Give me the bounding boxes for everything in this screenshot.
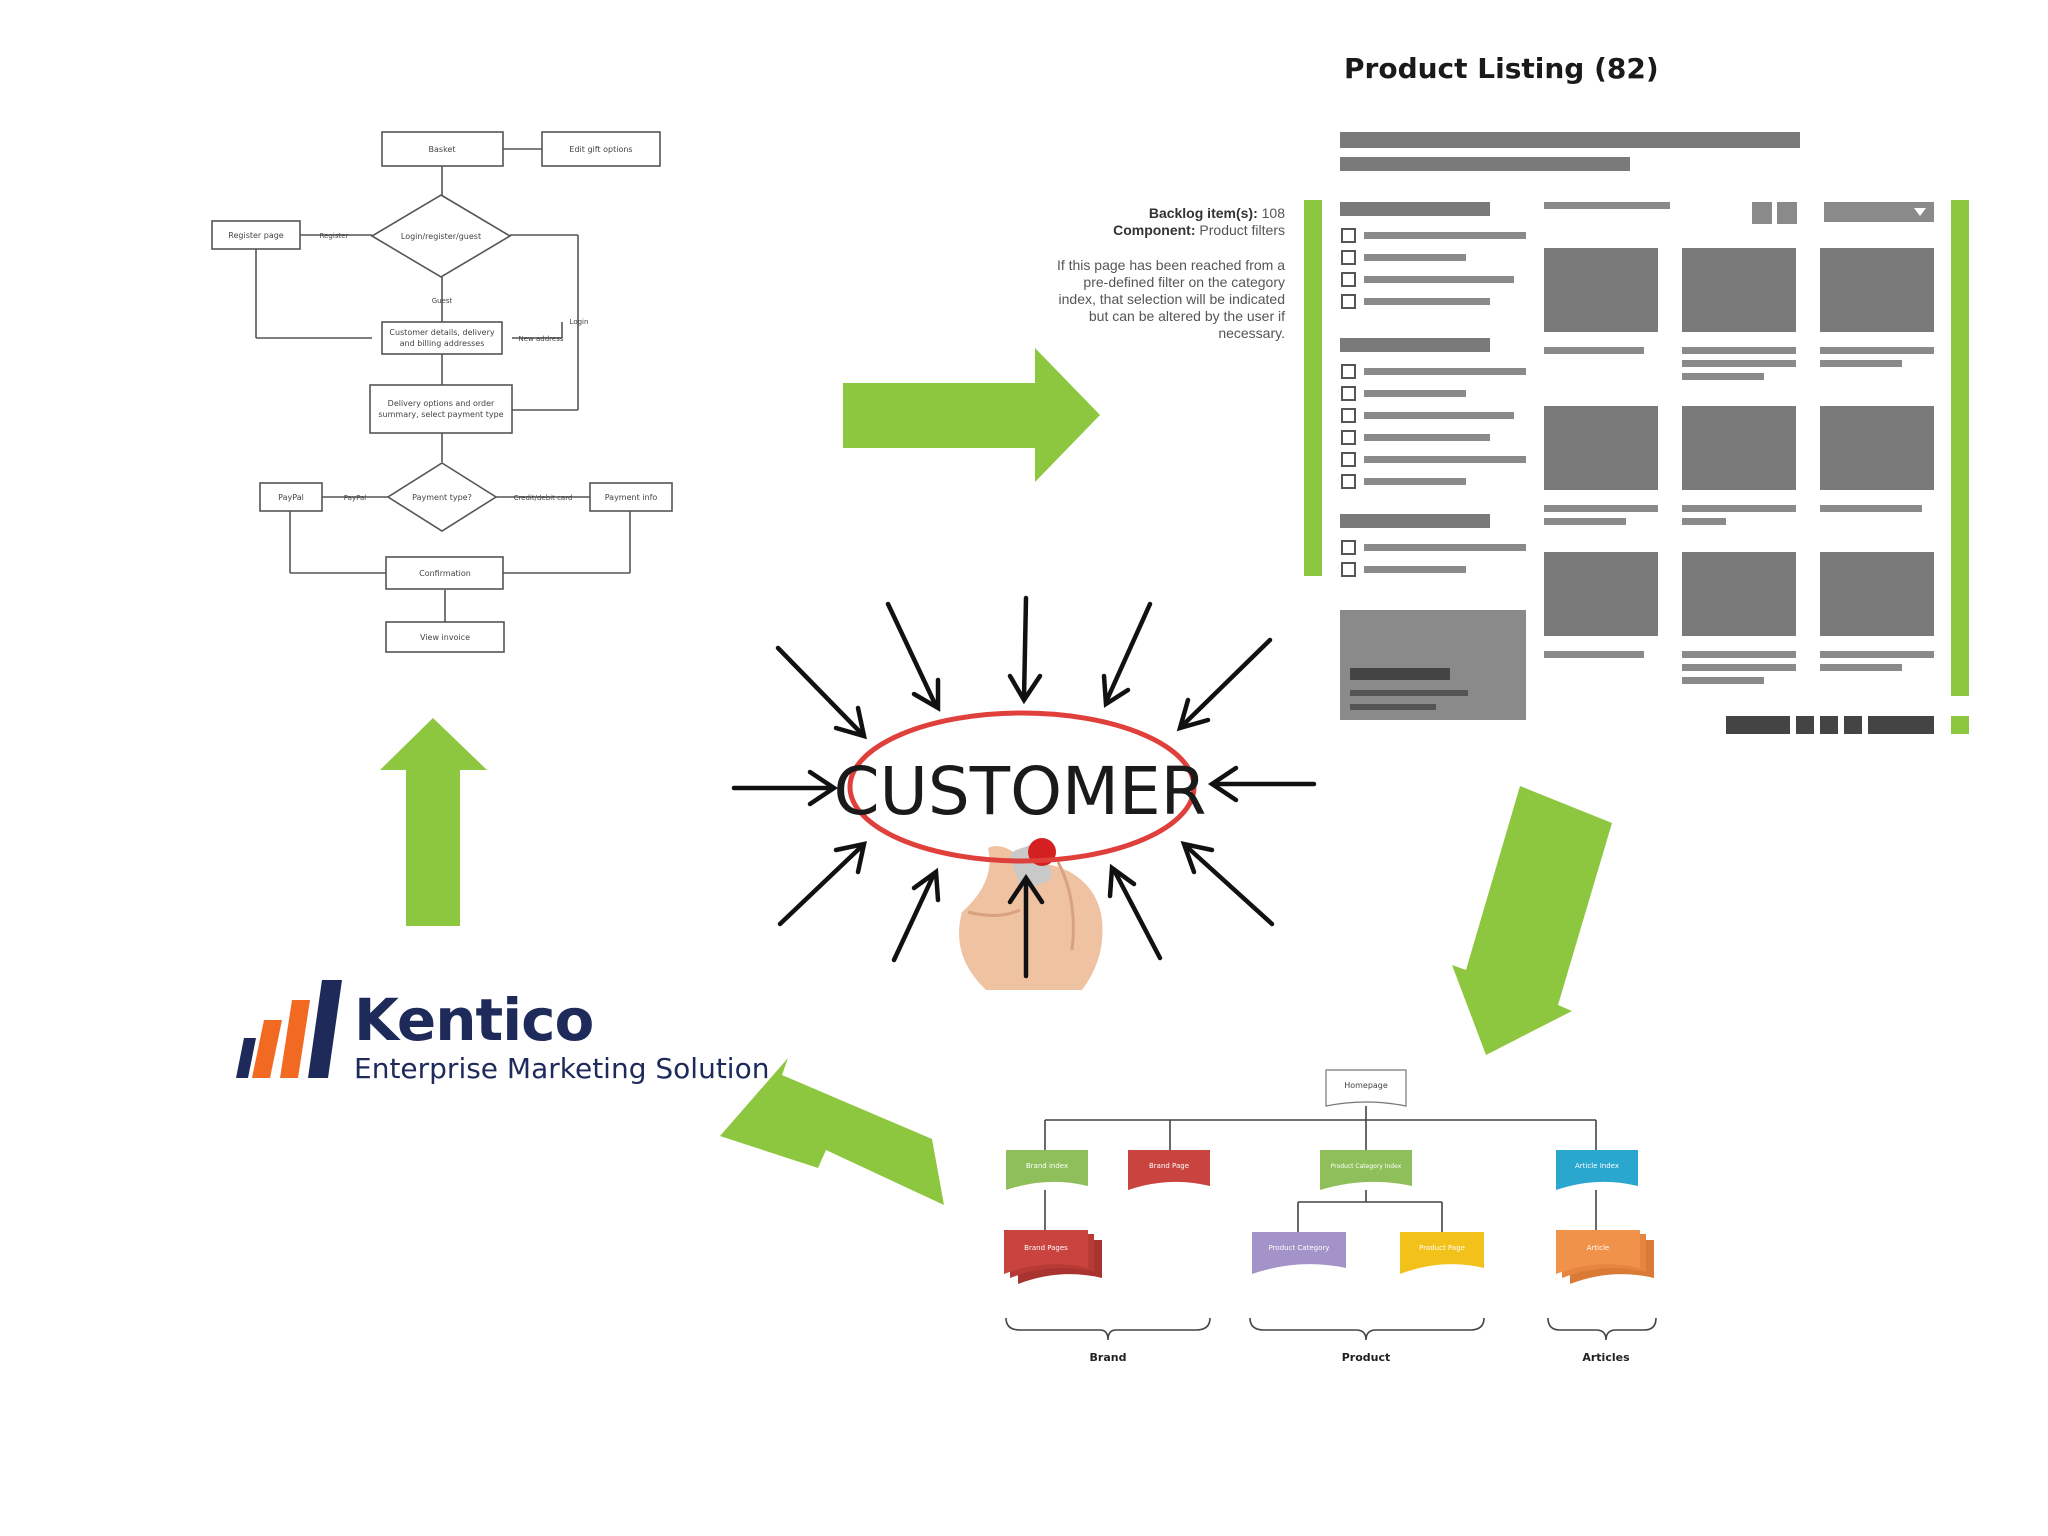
node-basket: Basket xyxy=(429,145,456,154)
sitemap-product-page xyxy=(1400,1232,1484,1274)
node-view-invoice: View invoice xyxy=(420,633,470,642)
node-paypal: PayPal xyxy=(278,493,304,502)
node-payment-info: Payment info xyxy=(605,493,658,502)
group-product: Product xyxy=(1342,1351,1391,1364)
green-guide-left xyxy=(1304,200,1322,576)
note-line: If this page has been reached from a xyxy=(1056,257,1285,273)
backlog-label: Backlog item(s): xyxy=(1148,205,1258,221)
edge-login: Login xyxy=(570,318,589,326)
sitemap-product-category-index-label: Product Category Index xyxy=(1331,1163,1402,1170)
cycle-arrows xyxy=(380,348,1612,1205)
component-label: Component: xyxy=(1113,222,1196,238)
backlog-value: 108 xyxy=(1261,205,1285,221)
arrow-right xyxy=(843,348,1100,482)
component-value: Product filters xyxy=(1199,222,1285,238)
kentico-tagline: Enterprise Marketing Solution xyxy=(354,1052,770,1085)
product-grid xyxy=(1544,248,1934,636)
edge-new-address: New address xyxy=(519,335,564,343)
node-customer-details-2: and billing addresses xyxy=(400,339,485,348)
node-delivery-options-1: Delivery options and order xyxy=(388,399,495,408)
customer-label: CUSTOMER xyxy=(833,753,1206,830)
node-confirmation: Confirmation xyxy=(419,569,471,578)
edge-guest: Guest xyxy=(432,297,453,305)
sitemap-brand-index-label: Brand index xyxy=(1026,1162,1068,1170)
sitemap-brand-pages-label: Brand Pages xyxy=(1024,1244,1068,1252)
sitemap-article-label: Article xyxy=(1587,1244,1609,1252)
node-register-page: Register page xyxy=(228,231,284,240)
note-line: but can be altered by the user if xyxy=(1088,308,1285,324)
product-listing-title: Product Listing (82) xyxy=(1344,52,1659,85)
filter-sidebar xyxy=(1340,202,1526,720)
node-payment-type: Payment type? xyxy=(412,493,472,502)
sitemap-brand-page xyxy=(1128,1150,1210,1190)
group-articles: Articles xyxy=(1582,1351,1630,1364)
edge-register: Register xyxy=(320,232,349,240)
sitemap-product-page-label: Product Page xyxy=(1419,1244,1465,1252)
node-edit-gift: Edit gift options xyxy=(569,145,632,154)
arrow-down-left xyxy=(1452,786,1612,1055)
sitemap-product-category-label: Product Category xyxy=(1269,1244,1330,1252)
sitemap-product-category xyxy=(1252,1232,1346,1274)
node-login-decision: Login/register/guest xyxy=(401,232,481,241)
edge-paypal: PayPal xyxy=(344,494,367,502)
sitemap-article-index xyxy=(1556,1150,1638,1190)
node-delivery-options-2: summary, select payment type xyxy=(378,410,503,419)
note-line: pre-defined filter on the category xyxy=(1083,274,1285,290)
sitemap-root xyxy=(1325,1069,1407,1107)
customer-oval xyxy=(847,710,1197,864)
sitemap-brand-page-label: Brand Page xyxy=(1149,1162,1189,1170)
sort-dropdown xyxy=(1824,202,1934,222)
product-listing-wireframe xyxy=(1304,132,1969,734)
note-line: index, that selection will be indicated xyxy=(1058,291,1285,307)
sitemap-brand-index xyxy=(1006,1150,1088,1190)
pagination xyxy=(1726,716,1934,734)
kentico-logo-mark xyxy=(236,980,342,1078)
checkout-flowchart xyxy=(211,131,673,653)
group-brand: Brand xyxy=(1090,1351,1127,1364)
sitemap-diagram: Homepage Brand index Brand Page Product … xyxy=(1004,1069,1657,1364)
sitemap-brand-pages xyxy=(1004,1230,1088,1274)
kentico-logo: Kentico Enterprise Marketing Solution xyxy=(354,990,769,1085)
customer-illustration: CUSTOMER xyxy=(731,595,1317,990)
node-customer-details-1: Customer details, delivery xyxy=(389,328,495,337)
note-line: necessary. xyxy=(1218,325,1285,341)
radiating-arrows xyxy=(731,595,1317,979)
sitemap-root-label: Homepage xyxy=(1344,1081,1388,1090)
edge-card: Credit/debit card xyxy=(514,494,573,502)
arrow-up-left xyxy=(720,1058,944,1205)
flowchart-labels: Basket Edit gift options Register page L… xyxy=(228,145,657,642)
backlog-note: Backlog item(s): 108 Component: Product … xyxy=(1010,205,1285,342)
arrow-up xyxy=(380,718,487,926)
green-guide-right xyxy=(1951,200,1969,696)
kentico-name: Kentico xyxy=(354,986,594,1054)
sitemap-article-index-label: Article Index xyxy=(1575,1162,1619,1170)
sitemap-product-category-index xyxy=(1320,1150,1412,1190)
sitemap-article xyxy=(1556,1230,1640,1274)
